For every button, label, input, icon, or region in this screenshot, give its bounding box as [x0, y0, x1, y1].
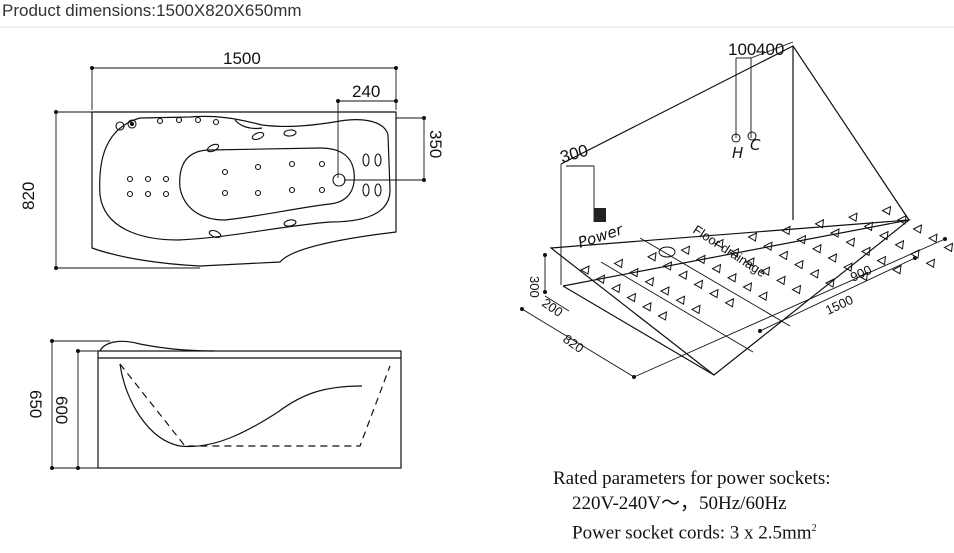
- floor-triangle: [780, 225, 791, 236]
- floor-triangle: [613, 258, 624, 269]
- floor-triangle: [644, 276, 655, 287]
- floor-triangle: [811, 243, 822, 254]
- floor-triangle: [693, 279, 704, 290]
- floor-triangle: [912, 224, 923, 234]
- floor-triangle: [881, 205, 892, 216]
- floor-triangle: [711, 263, 722, 274]
- dim-400: 400: [756, 40, 784, 59]
- floor-triangle: [847, 212, 858, 223]
- rated-voltage: 220V-240V～，50Hz/60Hz: [572, 493, 787, 514]
- floor-triangle: [894, 239, 905, 250]
- floor-triangle: [744, 257, 755, 267]
- floor-triangle: [662, 261, 673, 271]
- floor-triangle: [762, 241, 773, 252]
- floor-triangle: [760, 266, 771, 277]
- floor-triangle: [863, 221, 874, 232]
- floor-triangle: [675, 295, 686, 306]
- dim-length-1500: 1500: [223, 49, 261, 68]
- floor-triangle: [876, 255, 887, 266]
- floor-triangle: [927, 233, 938, 244]
- floor-triangle: [809, 268, 820, 279]
- side-view: 650 600: [26, 339, 402, 470]
- floor-triangle: [925, 258, 936, 269]
- dim-inner-height-600: 600: [52, 396, 71, 424]
- floor-triangle: [793, 259, 804, 270]
- rated-cords-sup: 2: [811, 523, 817, 534]
- floor-triangle: [610, 283, 621, 294]
- floor-triangle: [677, 270, 688, 281]
- floor-triangle: [775, 275, 786, 286]
- top-view: 1500 240 350 820: [19, 49, 445, 270]
- label-cold: C: [750, 136, 761, 154]
- floor-triangle: [878, 230, 889, 241]
- floor-triangle: [713, 238, 724, 249]
- floor-triangle: [747, 232, 758, 242]
- floor-drainage-label: Floor drainage: [690, 222, 768, 280]
- floor-anti-slip-pattern: [579, 205, 954, 321]
- floor-triangle: [943, 242, 954, 253]
- floor-triangle: [842, 262, 853, 273]
- floor-triangle: [690, 304, 701, 315]
- floor-triangle: [641, 301, 652, 312]
- floor-triangle: [778, 250, 789, 261]
- dim-300-floor: 300: [527, 276, 542, 298]
- floor-triangle: [626, 292, 637, 303]
- floor-triangle: [628, 267, 639, 278]
- dim-width-820: 820: [19, 182, 38, 210]
- floor-triangle: [595, 274, 606, 285]
- floor-triangle: [860, 246, 871, 257]
- floor-triangle: [657, 311, 668, 321]
- dim-1500: 1500: [823, 292, 856, 318]
- dim-jet-offset-240: 240: [352, 82, 380, 101]
- floor-triangle: [909, 249, 920, 259]
- dim-jet-height-350: 350: [426, 130, 445, 158]
- floor-triangle: [695, 254, 706, 265]
- title-value: 1500X820X650mm: [156, 1, 302, 20]
- floor-triangle: [827, 253, 838, 263]
- floor-triangle: [579, 265, 590, 275]
- power-label: Power: [576, 220, 626, 252]
- floor-triangle: [742, 282, 753, 292]
- floor-triangle: [791, 284, 802, 295]
- floor-triangle: [891, 264, 902, 275]
- floor-triangle: [659, 286, 670, 296]
- title-prefix: Product dimensions:: [2, 1, 157, 20]
- floor-triangle: [729, 247, 740, 258]
- dim-300-wall: 300: [558, 141, 591, 167]
- floor-triangle: [724, 297, 735, 308]
- dim-200: 200: [539, 295, 565, 320]
- floor-triangle: [680, 245, 691, 256]
- iso-view: H C 100 400 300 Power Floor drainage 300…: [520, 40, 954, 379]
- floor-triangle: [814, 218, 825, 229]
- floor-triangle: [708, 288, 719, 299]
- floor-triangle: [726, 272, 737, 283]
- product-dimensions-title: Product dimensions:1500X820X650mm: [2, 0, 302, 22]
- floor-triangle: [829, 228, 840, 238]
- floor-triangle: [858, 271, 869, 282]
- floor-triangle: [757, 291, 768, 302]
- floor-triangle: [824, 278, 835, 288]
- rated-cords: Power socket cords: 3 x 2.5mm: [572, 522, 812, 544]
- floor-triangle: [845, 237, 856, 248]
- floor-triangle: [896, 214, 907, 225]
- dim-100: 100: [728, 40, 756, 59]
- floor-triangle: [646, 251, 657, 262]
- dim-outer-height-650: 650: [26, 390, 45, 418]
- rated-parameters: Rated parameters for power sockets: 220V…: [553, 466, 831, 545]
- rated-heading: Rated parameters for power sockets:: [553, 468, 831, 489]
- label-hot: H: [732, 144, 743, 162]
- floor-triangle: [796, 234, 807, 245]
